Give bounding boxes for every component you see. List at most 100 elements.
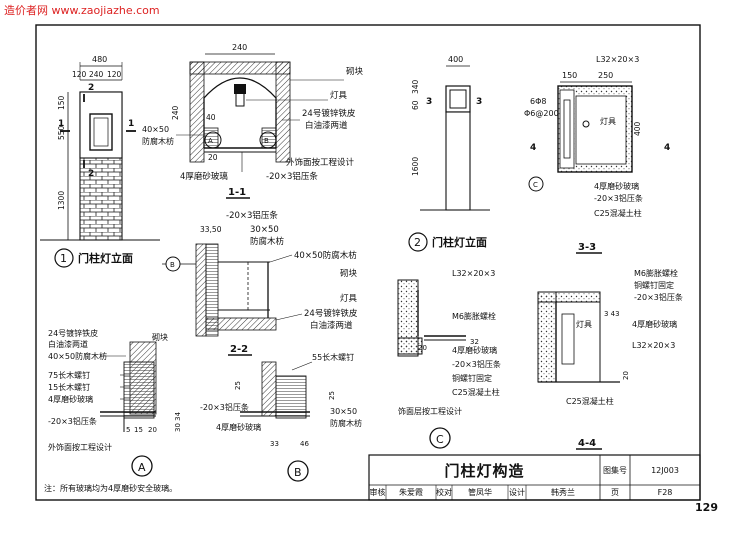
dim-240-side: 240 <box>171 105 180 120</box>
label-lvyaA: -20×3铝压条 <box>48 416 97 426</box>
proofer-name: 管凤华 <box>468 488 492 497</box>
label-waishiA: 外饰面按工程设计 <box>48 442 112 452</box>
marker-text: C <box>533 181 538 189</box>
section-4-4-title: 4-4 <box>578 438 596 449</box>
dim-20: 20 <box>208 153 218 162</box>
dim-340: 340 <box>411 79 420 94</box>
label-tie24b: 24号镀锌铁皮 <box>304 308 358 319</box>
label-tongding: 铜螺钉固定 <box>634 280 674 290</box>
dim-343: 3 43 <box>604 310 620 318</box>
label-dengju4: 灯具 <box>576 319 592 329</box>
label-luodingC: 铜螺钉固定 <box>452 373 492 383</box>
label-waishiC: 饰面层按工程设计 <box>398 406 462 416</box>
marker-text: A <box>208 137 213 145</box>
atlas-value: 12J003 <box>651 465 679 475</box>
label-lvya: -20×3铝压条 <box>266 171 318 182</box>
dim-32: 32 <box>470 338 479 346</box>
dim-150: 150 <box>57 95 66 110</box>
label-luoding75: 75长木螺钉 <box>48 370 90 380</box>
view-1-elevation: 480 120 240 120 2 2 1 1 150 550 1300 1 门… <box>40 55 160 268</box>
dim-40: 40 <box>206 113 216 122</box>
marker-text: 2 <box>88 169 94 179</box>
dim-400: 400 <box>448 55 463 64</box>
proof-label: 校对 <box>436 488 452 497</box>
dim-240-top: 240 <box>232 43 247 52</box>
label-baiyou2: 白油漆两道 <box>310 320 353 331</box>
dim-20b: 20 <box>148 426 157 434</box>
label-boli3: 4厚磨砂玻璃 <box>594 181 639 191</box>
designer-name: 韩秀兰 <box>551 488 575 497</box>
label-boliB: 4厚磨砂玻璃 <box>216 422 261 432</box>
label-lvyaB: -20×3铝压条 <box>200 402 249 412</box>
label-mufangB: 30×50 <box>330 407 357 416</box>
label-tieA: 24号镀锌铁皮 <box>48 328 98 338</box>
label-luoding15: 15长木螺钉 <box>48 382 90 392</box>
marker-text: 1 <box>58 119 64 129</box>
label-L32: L32×20×3 <box>596 55 639 64</box>
label-m6c: M6膨胀螺栓 <box>452 311 496 321</box>
dim-25: 25 <box>234 381 242 390</box>
label-tie24: 24号镀锌铁皮 <box>302 108 356 119</box>
label-qikuai: 砌块 <box>346 66 364 77</box>
title-block: 门柱灯构造 图集号 12J003 审核 朱爱霞 校对 管凤华 设计 韩秀兰 页 … <box>369 455 699 500</box>
marker-text: 3 <box>426 97 432 107</box>
review-label: 审核 <box>369 488 386 497</box>
detail-b-title: B <box>294 466 302 479</box>
label-mufang4050b: 40×50防腐木枋 <box>294 250 357 261</box>
dim-400b: 400 <box>633 121 642 136</box>
label-dengju: 灯具 <box>330 90 348 101</box>
section-3-3: L32×20×3 150 250 6Φ8 Φ6@200 灯具 400 4 4 C… <box>524 55 670 254</box>
label-fangfu2: 防腐木枋 <box>250 236 285 247</box>
label-mufang4050: 40×50 <box>142 125 169 134</box>
design-label: 设计 <box>509 488 525 497</box>
marker-text: 4 <box>530 143 536 153</box>
label-c25: C25混凝土柱 <box>594 208 642 218</box>
label-boliA: 4厚磨砂玻璃 <box>48 394 93 404</box>
title-block-grid <box>368 454 701 501</box>
label-c25d: C25混凝土柱 <box>566 396 614 406</box>
marker-text: 2 <box>88 83 94 93</box>
label-mufang3050: 30×50 <box>250 225 279 235</box>
section-3-3-title: 3-3 <box>578 242 596 253</box>
label-dengju3: 灯具 <box>600 116 616 126</box>
atlas-label: 图集号 <box>603 465 627 475</box>
view-2-label: 门柱灯立面 <box>432 235 487 249</box>
watermark-text: 造价者网 www.zaojiazhe.com <box>4 4 160 17</box>
page-value: F28 <box>657 488 673 497</box>
label-boli4: 4厚磨砂玻璃 <box>180 171 228 182</box>
label-baiyou: 白油漆两道 <box>305 120 348 131</box>
label-gang6: Φ6@200 <box>524 109 559 118</box>
view-2-elevation: 400 340 60 1600 3 3 2 门柱灯立面 <box>408 55 490 252</box>
drawing-title: 门柱灯构造 <box>444 461 525 480</box>
label-lvyaC: -20×3铝压条 <box>452 359 501 369</box>
label-boliC: 4厚磨砂玻璃 <box>452 345 497 355</box>
label-c25C: C25混凝土柱 <box>452 387 500 397</box>
marker-text: 1 <box>128 119 134 129</box>
label-qikuaiA: 砌块 <box>152 332 168 342</box>
detail-a-title: A <box>138 461 146 474</box>
label-gang8: 6Φ8 <box>530 97 546 106</box>
dim-5: 5 <box>126 426 130 434</box>
label-lvya4: -20×3铝压条 <box>634 292 683 302</box>
section-1-1: 240 A B 240 40 20 砌块 灯具 24号镀锌铁皮 白油漆两道 40… <box>142 43 364 199</box>
label-lvya2: -20×3铝压条 <box>226 210 278 221</box>
marker-text: 4 <box>664 143 670 153</box>
dim-3350: 33,50 <box>200 225 222 234</box>
view-1-num: 1 <box>60 252 67 265</box>
dim-240-mid: 240 <box>89 70 104 79</box>
section-1-1-title: 1-1 <box>228 187 246 198</box>
marker-text: B <box>170 261 175 269</box>
label-L32c: L32×20×3 <box>452 269 495 278</box>
footnote: 注：所有玻璃均为4厚磨砂安全玻璃。 <box>44 484 178 493</box>
reviewer-name: 朱爱霞 <box>399 488 423 497</box>
section-4-4: M6膨胀螺栓 铜螺钉固定 -20×3铝压条 灯具 4厚磨砂玻璃 L32×20×3… <box>537 268 683 450</box>
detail-c-title: C <box>436 433 444 446</box>
page-label: 页 <box>611 488 619 497</box>
label-waishi: 外饰面按工程设计 <box>286 157 355 168</box>
label-boli4b: 4厚磨砂玻璃 <box>632 319 677 329</box>
label-fangfuA: 40×50防腐木枋 <box>48 351 107 361</box>
dim-550: 550 <box>57 125 66 140</box>
dim-15: 15 <box>134 426 143 434</box>
detail-a: 砌块 24号镀锌铁皮 白油漆两道 40×50防腐木枋 75长木螺钉 15长木螺钉… <box>48 328 182 477</box>
